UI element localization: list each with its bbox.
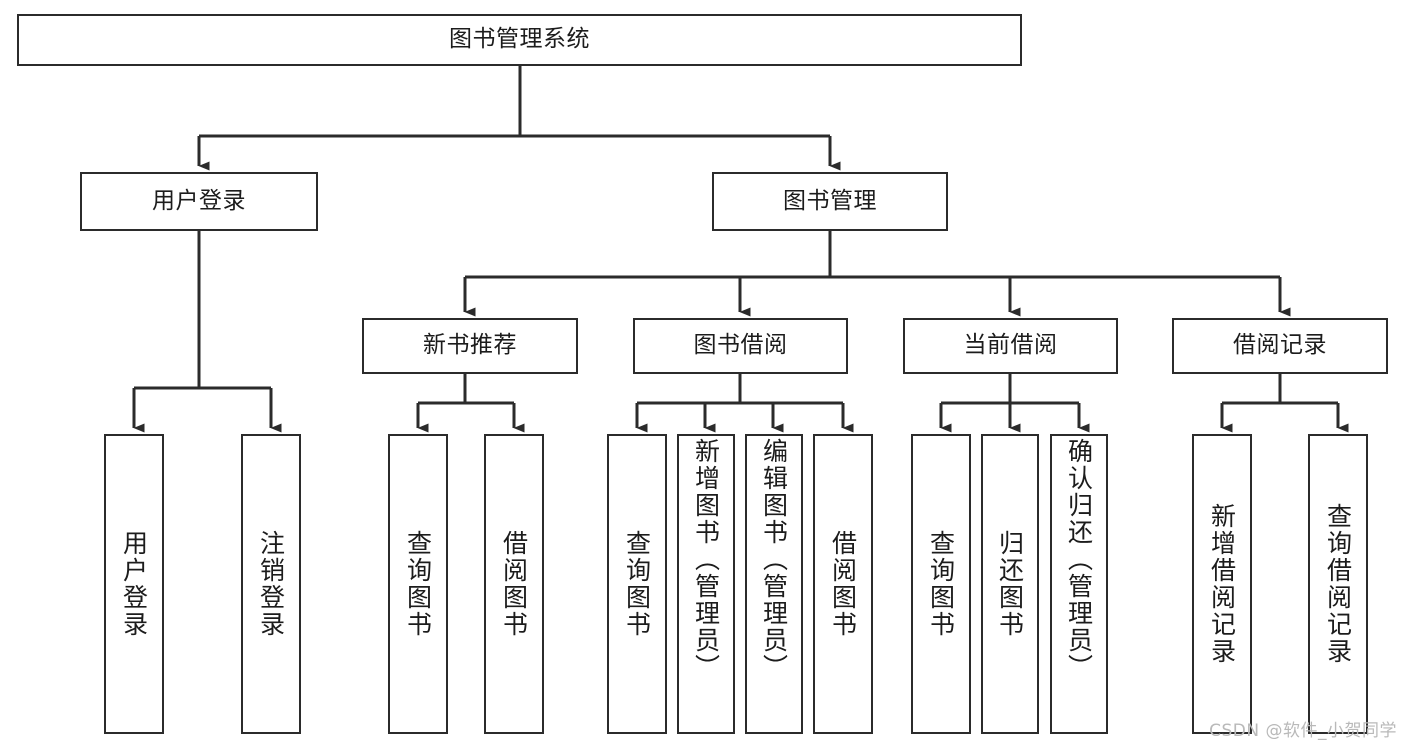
node-new-book-recommend-label: 新书推荐 bbox=[423, 332, 517, 359]
leaf-query-book-3-label: 查询图书 bbox=[926, 530, 956, 638]
leaf-confirm-return-admin[interactable]: 确认归还（管理员） bbox=[1050, 434, 1108, 734]
leaf-borrow-book-1[interactable]: 借阅图书 bbox=[484, 434, 544, 734]
leaf-user-login-label: 用户登录 bbox=[119, 530, 149, 638]
leaf-edit-book-admin-label: 编辑图书（管理员） bbox=[759, 438, 789, 681]
node-book-borrow[interactable]: 图书借阅 bbox=[633, 318, 848, 374]
node-user-login-label: 用户登录 bbox=[152, 187, 246, 214]
node-book-borrow-label: 图书借阅 bbox=[693, 332, 788, 359]
leaf-return-book-label: 归还图书 bbox=[995, 530, 1025, 638]
leaf-add-borrow-record[interactable]: 新增借阅记录 bbox=[1192, 434, 1252, 734]
leaf-user-logout-label: 注销登录 bbox=[256, 530, 286, 638]
node-borrow-record[interactable]: 借阅记录 bbox=[1172, 318, 1388, 374]
leaf-confirm-return-admin-label: 确认归还（管理员） bbox=[1064, 438, 1094, 681]
leaf-return-book[interactable]: 归还图书 bbox=[981, 434, 1039, 734]
node-root[interactable]: 图书管理系统 bbox=[17, 14, 1022, 66]
node-root-label: 图书管理系统 bbox=[449, 26, 590, 53]
node-book-management[interactable]: 图书管理 bbox=[712, 172, 948, 231]
node-current-borrow-label: 当前借阅 bbox=[963, 332, 1058, 359]
node-book-management-label: 图书管理 bbox=[783, 187, 877, 214]
leaf-add-book-admin-label: 新增图书（管理员） bbox=[691, 438, 721, 681]
leaf-query-borrow-record[interactable]: 查询借阅记录 bbox=[1308, 434, 1368, 734]
leaf-borrow-book-2-label: 借阅图书 bbox=[828, 530, 858, 638]
leaf-query-book-1-label: 查询图书 bbox=[403, 530, 433, 638]
leaf-query-book-3[interactable]: 查询图书 bbox=[911, 434, 971, 734]
node-current-borrow[interactable]: 当前借阅 bbox=[903, 318, 1118, 374]
leaf-edit-book-admin[interactable]: 编辑图书（管理员） bbox=[745, 434, 803, 734]
leaf-add-book-admin[interactable]: 新增图书（管理员） bbox=[677, 434, 735, 734]
node-user-login[interactable]: 用户登录 bbox=[80, 172, 318, 231]
leaf-add-borrow-record-label: 新增借阅记录 bbox=[1207, 503, 1237, 665]
leaf-query-book-2-label: 查询图书 bbox=[622, 530, 652, 638]
leaf-query-book-1[interactable]: 查询图书 bbox=[388, 434, 448, 734]
leaf-query-book-2[interactable]: 查询图书 bbox=[607, 434, 667, 734]
leaf-borrow-book-2[interactable]: 借阅图书 bbox=[813, 434, 873, 734]
leaf-borrow-book-1-label: 借阅图书 bbox=[499, 530, 529, 638]
leaf-user-login[interactable]: 用户登录 bbox=[104, 434, 164, 734]
leaf-user-logout[interactable]: 注销登录 bbox=[241, 434, 301, 734]
watermark-text: CSDN @软件_小贺同学 bbox=[1209, 721, 1397, 741]
node-borrow-record-label: 借阅记录 bbox=[1233, 332, 1327, 359]
leaf-query-borrow-record-label: 查询借阅记录 bbox=[1323, 503, 1353, 665]
node-new-book-recommend[interactable]: 新书推荐 bbox=[362, 318, 578, 374]
